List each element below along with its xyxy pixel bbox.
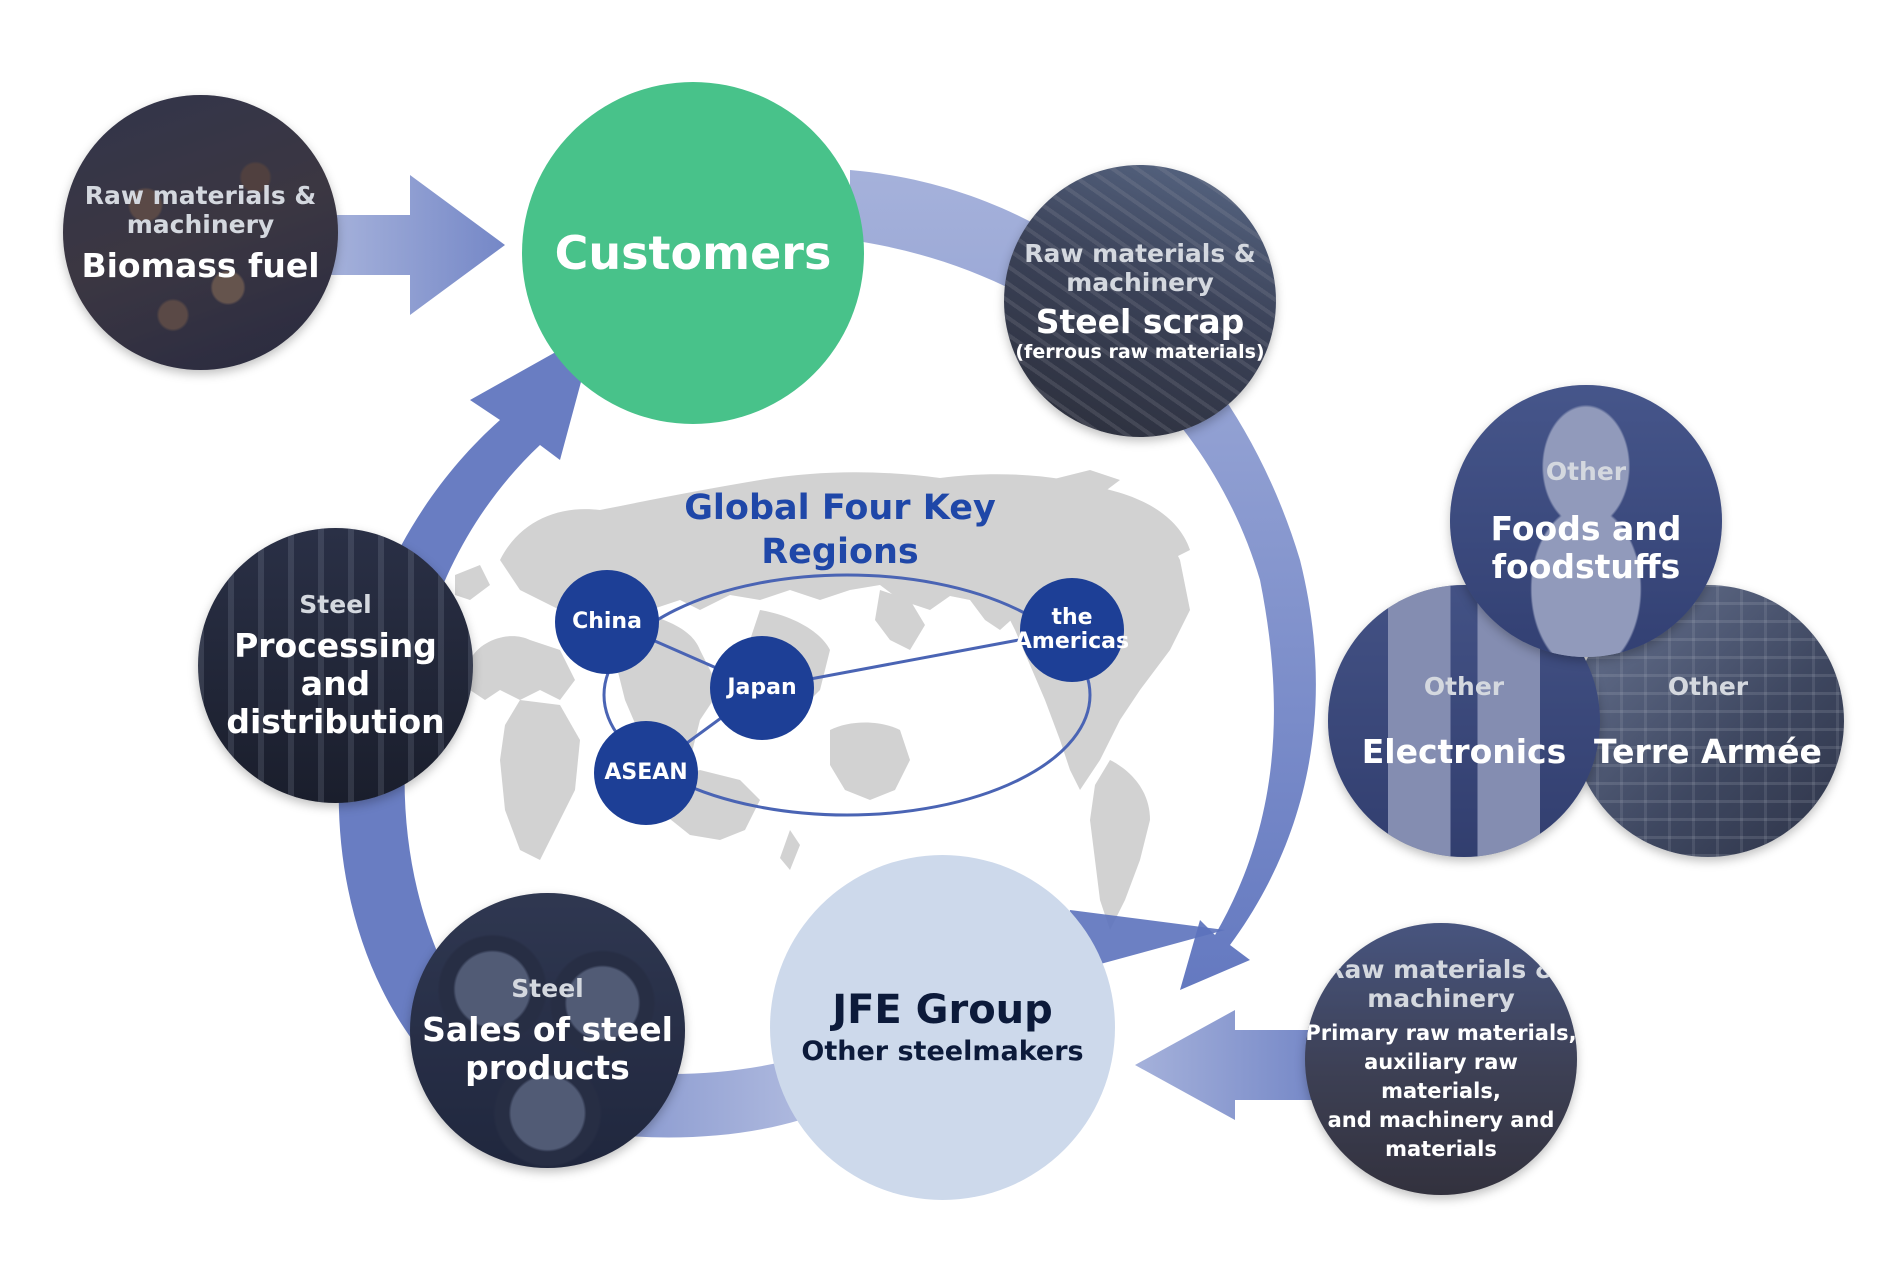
sales-category: Steel [511,974,584,1003]
steel-scrap-label: Steel scrap [1035,301,1245,341]
foods-overlay [1450,385,1722,657]
biomass-overlay [63,95,338,370]
primary-line4: materials [1385,1136,1497,1161]
foods-label-line1: Foods and [1490,508,1682,548]
processing-photo [198,528,473,803]
customers-circle: Customers [522,82,864,424]
primary-photo [1305,923,1577,1195]
electronics-label: Electronics [1361,731,1567,771]
steel-scrap-texture [1004,165,1276,437]
processing-category: Steel [299,590,372,619]
biomass-photo [63,95,338,370]
sales-steel-circle: Steel Sales of steel products [410,893,685,1168]
primary-raw-materials-circle: Raw materials & machinery Primary raw ma… [1305,923,1577,1195]
sales-photo [410,893,685,1168]
steel-scrap-note: (ferrous raw materials) [1015,340,1265,363]
steel-scrap-category-line1: Raw materials & [1024,238,1256,268]
region-japan: Japan [710,636,814,740]
sales-overlay [410,893,685,1168]
biomass-category-line1: Raw materials & [84,180,317,210]
processing-distribution-circle: Steel Processing and distribution [198,528,473,803]
terre-armee-category: Other [1667,671,1749,701]
jfe-group-title: JFE Group [832,986,1053,1033]
foods-photo [1450,385,1722,657]
sales-label-line1: Sales of steel [422,1010,673,1049]
foods-label-line2: foodstuffs [1491,546,1681,586]
terre-armee-label: Terre Armée [1594,731,1822,771]
region-americas-line2: Americas [1014,629,1130,654]
customers-label: Customers [554,226,832,280]
biomass-fuel-circle: Raw materials & machinery Biomass fuel [63,95,338,370]
primary-line1: Primary raw materials, [1305,1020,1577,1045]
sales-label-line2: products [465,1048,630,1087]
primary-line3: and machinery and [1327,1107,1555,1132]
biomass-label: Biomass fuel [81,245,320,285]
primary-category-line1: Raw materials & [1325,954,1557,984]
steel-scrap-category-line2: machinery [1066,267,1214,297]
primary-line2: auxiliary raw materials, [1364,1049,1518,1103]
world-map [455,470,1190,930]
biomass-category-line2: machinery [126,209,275,239]
global-title: Global Four Key Regions [684,488,996,572]
region-asean: ASEAN [594,721,698,825]
region-china: China [555,570,659,674]
foods-category: Other [1545,456,1627,486]
arrow-primary-jfe [1135,1010,1320,1120]
primary-overlay [1305,923,1577,1195]
region-americas: the Americas [1015,578,1129,682]
jfe-group-circle: JFE Group Other steelmakers [770,855,1115,1200]
primary-category-line2: machinery [1367,983,1515,1013]
steel-scrap-photo [1004,165,1276,437]
regions-ellipse [602,573,1092,817]
jfe-group-subtitle: Other steelmakers [801,1035,1084,1067]
processing-label-line2: distribution [226,702,445,741]
arrow-biomass-customers [330,175,505,315]
processing-label-line1: Processing and [234,626,437,703]
arc-arrow-left [338,330,595,1100]
steel-scrap-circle: Raw materials & machinery Steel scrap (f… [1004,165,1276,437]
electronics-category: Other [1423,671,1505,701]
processing-texture [198,528,473,803]
region-americas-line1: the [1051,605,1093,630]
arc-arrow-right-tail [1060,910,1225,975]
foods-circle: Other Foods and foodstuffs [1450,385,1722,657]
